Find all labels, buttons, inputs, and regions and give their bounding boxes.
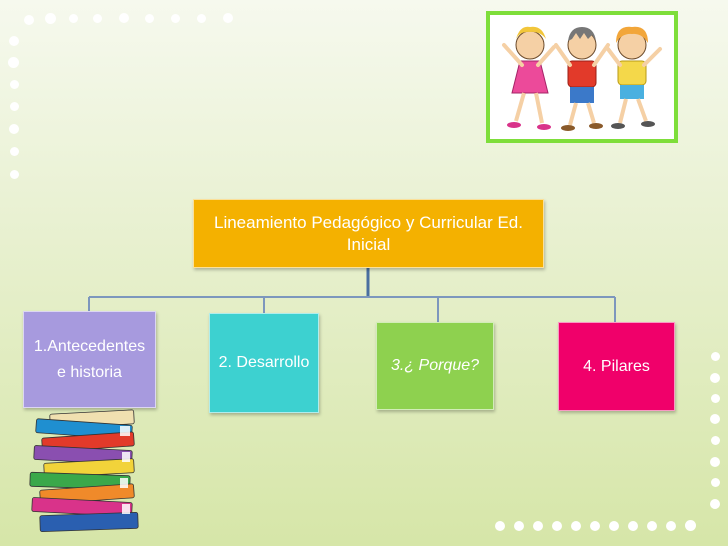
decor-dot [533, 521, 543, 531]
decor-dot [666, 521, 676, 531]
decor-dot [647, 521, 657, 531]
decor-dot [710, 373, 720, 383]
decor-dot [711, 394, 720, 403]
decor-dot [10, 170, 19, 179]
decor-dot [45, 13, 56, 24]
root-node-label: Lineamiento Pedagógico y Curricular Ed. … [213, 212, 523, 254]
decor-dot [119, 13, 129, 23]
child-node-label: 4. Pilares [583, 357, 650, 375]
child-node-desarrollo: 2. Desarrollo [209, 313, 319, 413]
decor-dot [8, 57, 19, 68]
decor-dot [571, 521, 581, 531]
decor-dot [10, 102, 19, 111]
decor-dot [711, 436, 720, 445]
decor-dot [495, 521, 505, 531]
child-node-label-line1: 1.Antecedentes [33, 337, 146, 355]
decor-dot [711, 478, 720, 487]
decor-dot [552, 521, 562, 531]
child-node-label: 3.¿ Porque? [390, 357, 480, 374]
decor-dot [197, 14, 206, 23]
decor-dot [10, 147, 19, 156]
decor-dot [685, 520, 696, 531]
children-illustration [490, 15, 674, 139]
child-node-label: 2. Desarrollo [218, 354, 310, 371]
book-stack-illustration [29, 409, 139, 533]
decor-dot [145, 14, 154, 23]
decor-dot [171, 14, 180, 23]
decor-dot [9, 36, 19, 46]
decor-dot [710, 499, 720, 509]
decor-dot [711, 352, 720, 361]
child-node-antecedentes: 1.Antecedentes e historia [23, 311, 156, 408]
child-node-pilares: 4. Pilares [558, 322, 675, 411]
decor-dot [223, 13, 233, 23]
decor-dot [514, 521, 524, 531]
decor-dot [710, 457, 720, 467]
child-node-label: 1.Antecedentes e historia [34, 334, 145, 386]
decor-dot [609, 521, 619, 531]
decor-dot [24, 15, 34, 25]
children-illustration-frame [486, 11, 678, 143]
decor-dot [10, 80, 19, 89]
decor-dot [710, 414, 720, 424]
decor-dot [9, 124, 19, 134]
decor-dot [93, 14, 102, 23]
child-node-porque: 3.¿ Porque? [376, 322, 494, 410]
root-node: Lineamiento Pedagógico y Curricular Ed. … [193, 199, 544, 268]
decor-dot [628, 521, 638, 531]
child-node-label-line2: e historia [57, 363, 122, 381]
decor-dot [590, 521, 600, 531]
decor-dot [69, 14, 78, 23]
